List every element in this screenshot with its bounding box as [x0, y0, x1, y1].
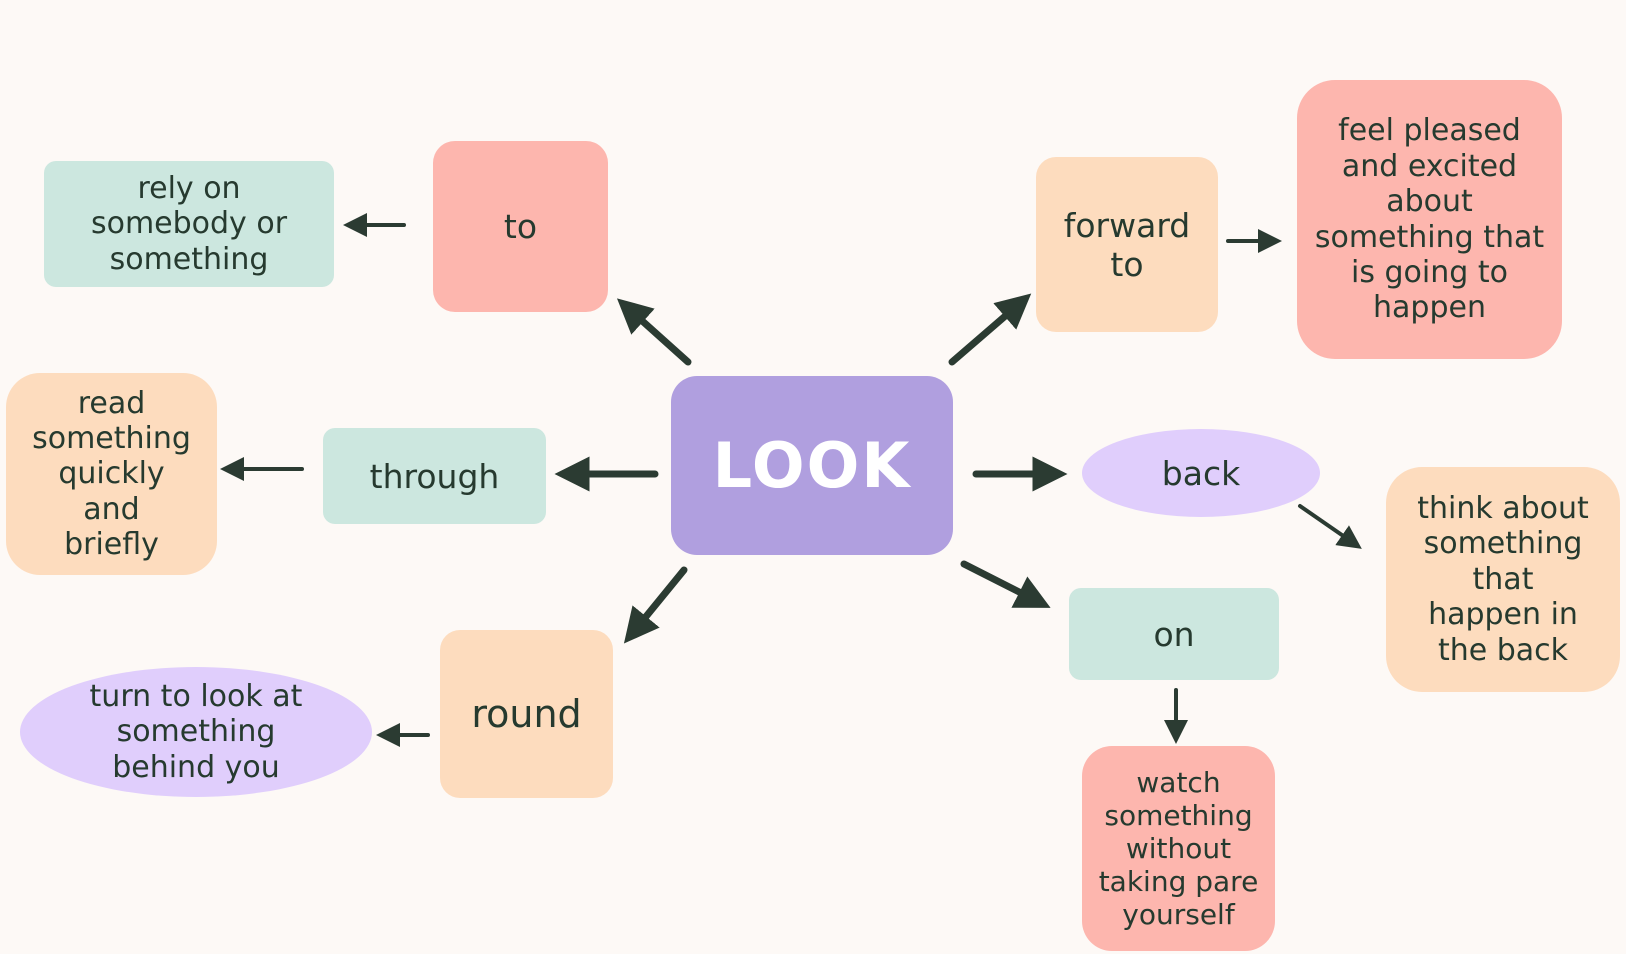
node-through-label: through: [369, 456, 500, 496]
node-to: to: [433, 141, 608, 312]
node-forward-to-label: forward to: [1063, 205, 1191, 284]
arrow-look-to-forward: [948, 293, 1032, 366]
node-feel-pleased-label: feel pleased and excited about something…: [1314, 113, 1545, 326]
node-turn-to-look-label: turn to look at something behind you: [89, 678, 303, 785]
node-think-about-label: think about something that happen in the…: [1417, 491, 1589, 668]
node-back-label: back: [1161, 453, 1241, 493]
arrow-look-to-on: [960, 560, 1051, 608]
node-watch-label: watch something without taking pare your…: [1098, 765, 1259, 932]
arrow-look-to-to: [616, 298, 692, 366]
node-watch: watch something without taking pare your…: [1082, 746, 1275, 951]
node-rely-on-label: rely on somebody or something: [90, 170, 288, 277]
node-through: through: [323, 428, 546, 524]
node-think-about: think about something that happen in the…: [1386, 467, 1620, 692]
node-on-label: on: [1153, 614, 1195, 654]
node-round: round: [440, 630, 613, 798]
node-forward-to: forward to: [1036, 157, 1218, 332]
node-on: on: [1069, 588, 1279, 680]
node-turn-to-look: turn to look at something behind you: [20, 667, 372, 797]
node-read-quickly: read something quickly and briefly: [6, 373, 217, 575]
node-round-label: round: [471, 692, 582, 736]
arrow-back-think: [1298, 504, 1362, 549]
node-read-quickly-label: read something quickly and briefly: [32, 385, 191, 563]
node-rely-on: rely on somebody or something: [44, 161, 334, 287]
center-node-look: LOOK: [671, 376, 953, 555]
node-back: back: [1082, 429, 1320, 517]
node-to-label: to: [503, 207, 538, 246]
center-label: LOOK: [712, 429, 912, 502]
arrow-look-to-round: [623, 566, 688, 644]
node-feel-pleased: feel pleased and excited about something…: [1297, 80, 1562, 359]
